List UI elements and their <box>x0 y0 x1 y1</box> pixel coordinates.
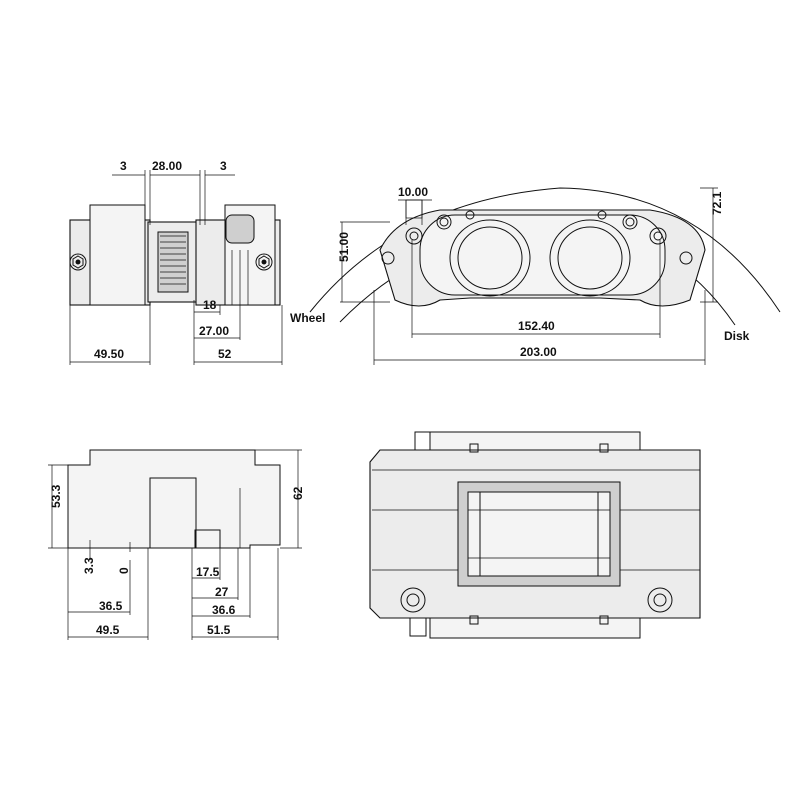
dim-bolt-offset: 10.00 <box>398 185 428 199</box>
dim-height-a: 53.3 <box>49 484 63 508</box>
bottom-right-hole-icon <box>647 587 673 613</box>
dim-gap-right: 3 <box>220 159 227 173</box>
wheel-label: Wheel <box>290 311 325 325</box>
bottom-left-hole-icon <box>400 587 426 613</box>
pad-retainer-inner <box>467 491 611 577</box>
dim-pad-width: 18 <box>203 298 217 312</box>
dim-right-offset: 52 <box>218 347 232 361</box>
dim-pad-b: 27 <box>215 585 229 599</box>
piston-bores <box>449 219 631 297</box>
piston-stack <box>157 231 189 293</box>
bleed-nipple <box>225 214 255 244</box>
left-half-boss <box>89 204 146 306</box>
dim-pad-c: 36.6 <box>212 603 236 617</box>
front-view: 3 28.00 3 18 27.00 49.50 52 <box>69 159 283 365</box>
top-dimension-lines <box>340 187 718 365</box>
dim-height: 51.00 <box>337 232 351 262</box>
piston-fins <box>160 235 186 285</box>
dim-height-b: 62 <box>291 486 305 500</box>
bottom-small-studs <box>469 443 609 625</box>
side-dimension-lines <box>48 449 302 640</box>
bottom-stud-bl <box>409 615 427 637</box>
top-view: 10.00 51.00 72.1 152.40 203.00 Wheel Dis… <box>290 185 781 365</box>
dim-gap-left: 3 <box>120 159 127 173</box>
dim-left-b: 49.5 <box>96 623 120 637</box>
dim-left-offset: 49.50 <box>94 347 124 361</box>
dim-piston-span: 28.00 <box>152 159 182 173</box>
dim-pad-a: 17.5 <box>196 565 220 579</box>
side-piston-slot <box>149 477 197 549</box>
dim-inner-width: 27.00 <box>199 324 229 338</box>
wheel-arc <box>309 187 781 313</box>
dim-mount-spacing: 152.40 <box>518 319 555 333</box>
mount-holes <box>381 210 693 265</box>
dim-offset-a: 3.3 <box>82 557 96 574</box>
caliper-bridge <box>419 214 666 296</box>
dim-radial: 72.1 <box>710 191 724 215</box>
left-bolt-icon <box>69 253 87 271</box>
side-pad <box>194 529 221 549</box>
right-bolt-icon <box>255 253 273 271</box>
dim-overall-length: 203.00 <box>520 345 557 359</box>
dim-left-a: 36.5 <box>99 599 123 613</box>
dim-offset-zero: 0 <box>117 567 131 574</box>
side-view: 53.3 62 3.3 0 17.5 27 36.6 36.5 49.5 51.… <box>48 449 305 640</box>
front-dimension-lines <box>69 170 283 365</box>
disk-label: Disk <box>724 329 750 343</box>
bottom-stud-tl <box>414 431 432 451</box>
dim-right-b: 51.5 <box>207 623 231 637</box>
side-body-outline <box>67 449 281 549</box>
bottom-view <box>369 431 701 639</box>
